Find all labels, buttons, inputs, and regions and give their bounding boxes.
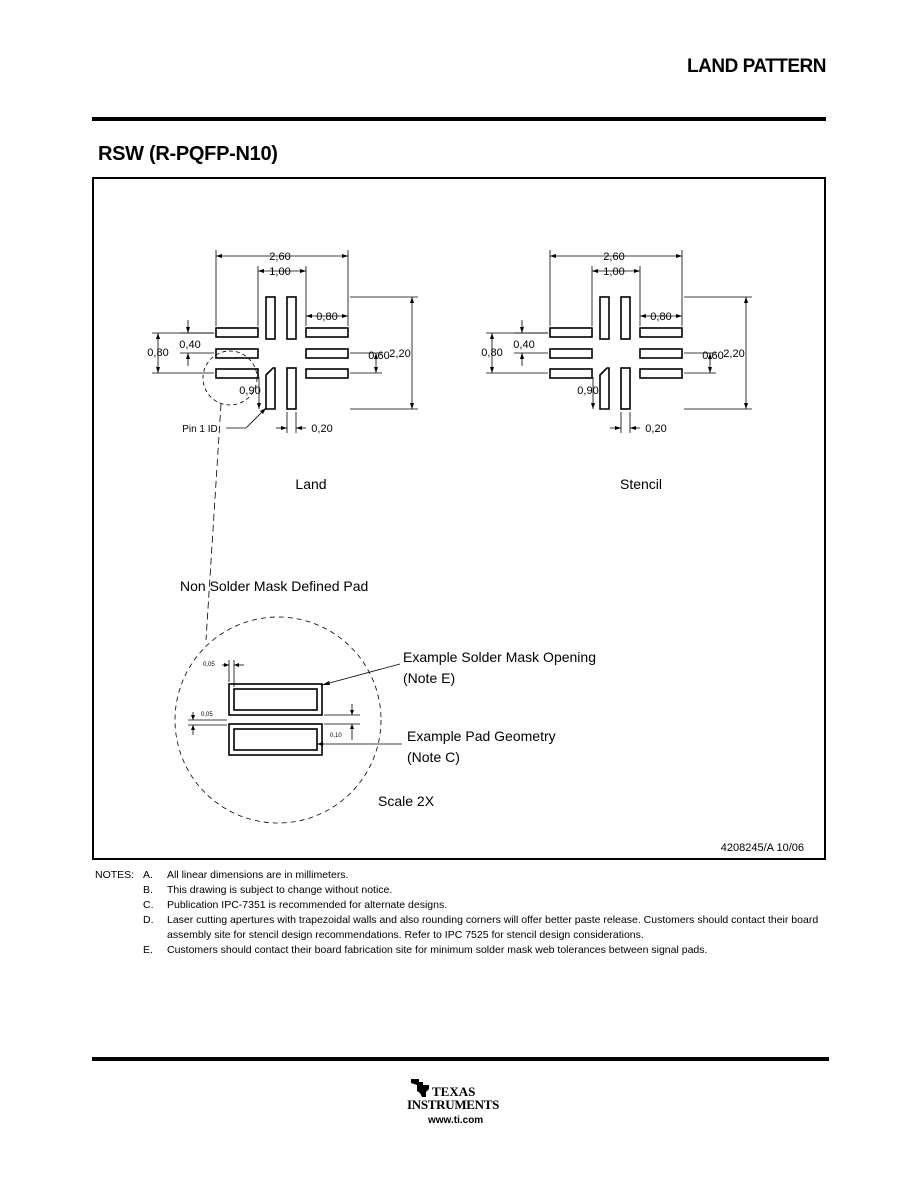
note-letter: C. <box>143 899 154 911</box>
stencil-dim-pitch-left: 0,80 <box>481 347 502 359</box>
stencil-dim-pitch-small: 0,40 <box>513 339 534 351</box>
package-title: RSW (R-PQFP-N10) <box>98 143 278 165</box>
detail-title: Non Solder Mask Defined Pad <box>180 578 368 594</box>
stencil-dim-overall-width: 2,60 <box>603 251 624 263</box>
note-d: D. Laser cutting apertures with trapezoi… <box>95 913 831 943</box>
land-dim-right-pitch: 0,60 <box>368 350 389 362</box>
note-letter: D. <box>143 914 154 926</box>
note-letter: B. <box>143 884 153 896</box>
mask-opening-note: (Note E) <box>403 670 455 686</box>
land-dim-pitch-small: 0,40 <box>179 339 200 351</box>
ti-brand-line2: INSTRUMENTS <box>407 1097 500 1112</box>
detail-dim-b: 0,05 <box>201 712 213 718</box>
note-text: This drawing is subject to change withou… <box>167 884 393 896</box>
note-text: Customers should contact their board fab… <box>167 944 708 956</box>
mask-opening-label: Example Solder Mask Opening <box>403 649 596 665</box>
ti-logo-icon <box>411 1079 429 1097</box>
stencil-dim-right-pitch: 0,60 <box>702 350 723 362</box>
drawing-number: 4208245/A 10/06 <box>721 842 804 854</box>
stencil-dim-pad-width: 0,20 <box>645 423 666 435</box>
note-b: B. This drawing is subject to change wit… <box>95 883 831 898</box>
pin1-label: Pin 1 ID <box>182 424 218 435</box>
footer-rule <box>92 1057 829 1061</box>
detail-scale: Scale 2X <box>378 793 435 809</box>
note-e: E. Customers should contact their board … <box>95 943 831 958</box>
pad-geometry-label: Example Pad Geometry <box>407 728 556 744</box>
note-text: Laser cutting apertures with trapezoidal… <box>167 914 819 941</box>
note-a: NOTES: A. All linear dimensions are in m… <box>95 868 831 883</box>
note-text: All linear dimensions are in millimeters… <box>167 869 349 881</box>
land-dim-pad-length: 0,80 <box>316 311 337 323</box>
note-letter: A. <box>143 869 153 881</box>
drawing-frame <box>92 177 826 860</box>
land-view <box>151 249 419 641</box>
header-rule <box>92 117 826 121</box>
stencil-dim-inner-width: 1,00 <box>603 266 624 278</box>
notes-heading: NOTES: <box>95 869 135 881</box>
header-title: LAND PATTERN <box>687 56 826 77</box>
land-dim-pitch-left: 0,80 <box>147 347 168 359</box>
note-letter: E. <box>143 944 153 956</box>
land-dim-overall-width: 2,60 <box>269 251 290 263</box>
ti-brand-line1: TEXAS <box>432 1084 476 1099</box>
land-dim-overall-height: 2,20 <box>389 348 410 360</box>
notes-section: NOTES: A. All linear dimensions are in m… <box>95 868 831 958</box>
land-dim-inner-width: 1,00 <box>269 266 290 278</box>
detail-view <box>174 616 402 824</box>
ti-website-link[interactable]: www.ti.com <box>428 1115 484 1126</box>
detail-dim-a: 0,05 <box>203 662 215 668</box>
stencil-dim-overall-height: 2,20 <box>723 348 744 360</box>
stencil-caption: Stencil <box>620 476 662 492</box>
detail-dim-c: 0,10 <box>330 733 342 739</box>
note-c: C. Publication IPC-7351 is recommended f… <box>95 898 831 913</box>
note-text: Publication IPC-7351 is recommended for … <box>167 899 448 911</box>
land-dim-corner: 0,90 <box>239 385 260 397</box>
land-caption: Land <box>295 476 326 492</box>
stencil-dim-corner: 0,90 <box>577 385 598 397</box>
land-dim-pad-width: 0,20 <box>311 423 332 435</box>
pad-geometry-note: (Note C) <box>407 749 460 765</box>
stencil-dim-pad-length: 0,80 <box>650 311 671 323</box>
